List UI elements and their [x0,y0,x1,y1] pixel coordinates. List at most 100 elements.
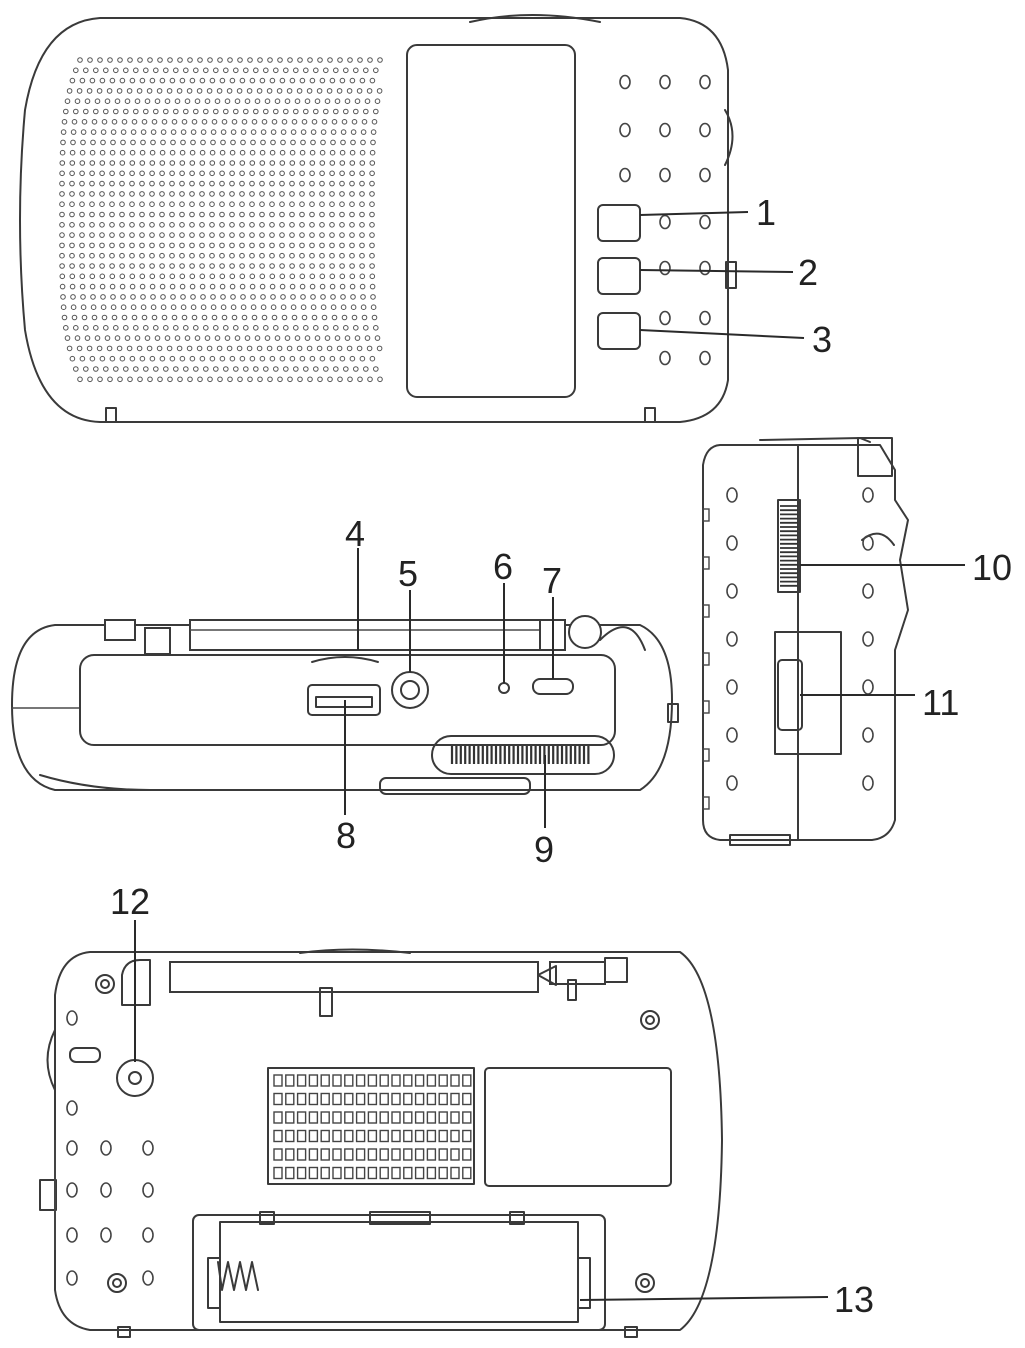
grill-dot [284,335,291,341]
hole [726,487,738,503]
hole [726,679,738,695]
grill-dot [260,294,266,300]
grill-dot [249,201,255,207]
grill-dot [353,325,359,331]
grill-dot [184,335,191,341]
grill-dot [250,129,257,135]
grill-dot [190,129,197,135]
antenna-clip-2 [144,627,171,655]
grill-dot [219,283,226,290]
vent-slot [367,1074,378,1087]
grill-dot [253,366,259,372]
vent-slot [462,1166,472,1180]
grill-dot [119,242,125,249]
grill-dot [154,335,161,341]
grill-dot [313,366,319,372]
grill-dot [110,294,116,300]
grill-dot [109,180,115,187]
callout-line-1 [639,211,749,216]
grill-dot [329,160,336,166]
grill-dot [369,170,375,177]
grill-dot [197,376,203,383]
vent-slot [273,1166,283,1180]
grill-dot [94,335,101,341]
grill-dot [313,108,319,115]
grill-dot [86,88,93,94]
grill-dot [373,108,379,115]
grill-dot [287,376,293,383]
hole [619,167,631,183]
battery-compartment [192,1214,606,1331]
grill-dot [103,325,109,331]
grill-dot [289,180,295,187]
grill-dot [204,335,211,341]
grill-dot [259,222,265,228]
vent-slot [344,1166,354,1180]
grill-dot [289,355,296,362]
antenna-clip-left [104,619,136,641]
grill-dot [359,211,365,218]
grill-dot [129,170,135,177]
grill-dot [60,294,66,300]
grill-dot [314,335,321,341]
grill-dot [101,119,108,125]
grill-dot [161,119,168,125]
grill-dot [307,376,313,383]
back-slot [69,1047,101,1063]
grill-dot [269,77,276,84]
grill-dot [273,325,279,331]
grill-dot [99,273,106,280]
grill-dot [169,201,175,207]
grill-dot [350,294,356,300]
grill-dot [360,294,366,300]
grill-dot [119,232,125,238]
grill-dot [319,180,325,187]
grill-dot [309,180,315,187]
grill-dot [276,88,283,94]
hole [699,122,711,138]
grill-dot [139,211,145,218]
grill-dot [160,139,166,146]
grill-dot [323,366,329,372]
callout-5: 5 [398,553,418,594]
vent-slot [450,1074,460,1087]
grill-dot [186,88,193,94]
grill-dot [283,108,289,115]
grill-dot [360,129,367,135]
grill-dot [249,191,255,197]
grill-dot [309,283,316,290]
grill-dot [117,57,123,63]
grill-dot [196,88,203,94]
grill-dot [289,232,295,238]
grill-dot [359,149,366,156]
vent-slot [308,1148,319,1161]
vent-slot [379,1074,389,1087]
grill-dot [326,345,333,352]
vent-slot [273,1074,283,1087]
grill-dot [200,139,206,146]
grill-dot [364,98,371,104]
back-view: 12 13 [39,881,874,1338]
grill-dot [333,67,339,74]
grill-dot [129,211,135,218]
grill-dot [263,366,269,372]
hole [66,1010,78,1026]
grill-dot [199,160,206,166]
grill-dot [109,170,115,177]
grill-dot [226,88,233,94]
grill-dot [303,67,309,74]
grill-dot [59,222,65,228]
grill-dot [290,139,296,146]
callout-4: 4 [345,513,365,554]
grill-dot [86,345,93,352]
grill-dot [189,222,195,228]
grill-dot [309,242,315,249]
grill-dot [213,366,219,372]
grill-dot [337,57,343,63]
grill-dot [87,57,93,63]
grill-dot [233,108,239,115]
grill-dot [286,345,293,352]
grill-dot [260,304,267,311]
grill-dot [176,88,183,94]
grill-dot [206,345,213,352]
